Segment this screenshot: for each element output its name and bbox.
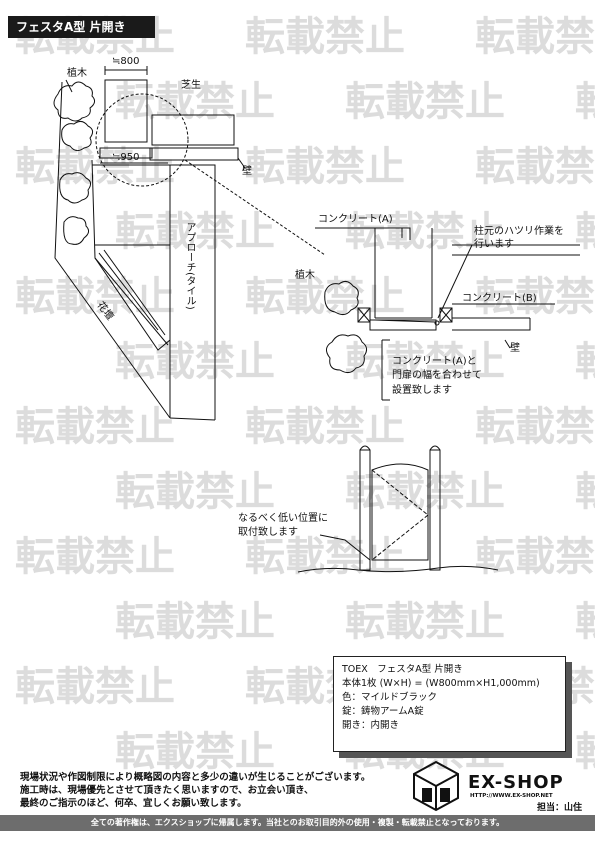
elevation-gate-swing bbox=[371, 469, 429, 561]
detail-concrete-a-line bbox=[315, 227, 411, 240]
elevation-label-2: 取付致します bbox=[238, 527, 298, 538]
elevation-gate-frame bbox=[371, 463, 429, 561]
detail-circle bbox=[95, 93, 189, 187]
plan-shrubs bbox=[53, 81, 96, 245]
detail-label-wall: 壁 bbox=[510, 343, 520, 354]
detail-wall-right bbox=[452, 244, 580, 256]
brand-name: EX-SHOP bbox=[468, 772, 564, 793]
copyright-footer: 全ての著作権は、エクスショップに帰属します。当社とのお取引目的外の使用・複製・転… bbox=[0, 815, 595, 831]
detail-column-a-x bbox=[357, 307, 371, 323]
detail-align-bracket bbox=[381, 339, 390, 401]
detail-label-planting: 植木 bbox=[295, 270, 315, 281]
elevation-ground bbox=[297, 565, 499, 573]
note-line-3: 最終のご指示のほど、何卒、宜しくお願い致します。 bbox=[20, 798, 247, 809]
detail-chipping-leader bbox=[437, 244, 473, 319]
elevation-post-right-cap bbox=[429, 445, 441, 451]
detail-leader bbox=[184, 159, 326, 256]
spec-opening: 開き：内開き bbox=[342, 720, 400, 731]
detail-label-chipping-2: 行います bbox=[474, 239, 514, 250]
detail-label-align-1: コンクリート(A)と bbox=[392, 356, 477, 367]
approach-left-edge bbox=[92, 164, 216, 420]
spec-lock: 錠：鋳物アームA錠 bbox=[342, 706, 424, 717]
spec-body-size: 本体1枚 (W×H) = (W800mm×H1,000mm) bbox=[342, 678, 540, 689]
detail-shrubs bbox=[324, 280, 368, 374]
ex-shop-logo-icon bbox=[413, 760, 459, 812]
detail-label-concrete-b: コンクリート(B) bbox=[462, 293, 537, 304]
detail-wall-leader bbox=[504, 339, 511, 349]
detail-column-b bbox=[439, 307, 453, 323]
elevation-post-right bbox=[429, 449, 441, 571]
detail-label-chipping-1: 柱元のハツリ作業を bbox=[474, 226, 564, 237]
spec-product: TOEX フェスタA型 片開き bbox=[342, 664, 463, 675]
gate-post bbox=[99, 147, 153, 159]
wall-leader bbox=[237, 157, 246, 169]
detail-gate-leaf bbox=[374, 317, 436, 323]
plan-label-planting: 植木 bbox=[67, 68, 87, 79]
wall-strip bbox=[149, 147, 239, 161]
plan-boundary-left bbox=[54, 81, 171, 419]
detail-label-concrete-a: コンクリート(A) bbox=[318, 214, 393, 225]
note-line-1: 現場状況や作図制限により概略図の内容と多少の違いが生じることがございます。 bbox=[20, 772, 371, 783]
note-line-2: 施工時は、現場優先とさせて頂きたく思いますので、お立会い頂き、 bbox=[20, 785, 314, 796]
detail-column-a bbox=[357, 307, 371, 323]
page-title: フェスタA型 片開き bbox=[8, 16, 155, 38]
plan-label-approach: アプローチ(タイル) bbox=[184, 222, 195, 310]
elevation-post-left bbox=[359, 449, 371, 571]
plan-label-dim-950: ≒950 bbox=[112, 152, 140, 163]
plan-label-wall: 壁 bbox=[242, 166, 252, 177]
lawn-block-1 bbox=[104, 79, 148, 143]
staff-label: 担当：山住 bbox=[537, 803, 583, 813]
flowerbed-outline bbox=[94, 244, 171, 351]
lawn-block-2 bbox=[151, 114, 235, 146]
dim-800-line bbox=[104, 66, 148, 75]
notes-block: 現場状況や作図制限により概略図の内容と多少の違いが生じることがございます。 施工… bbox=[20, 771, 370, 810]
detail-label-align-2: 門扉の幅を合わせて bbox=[392, 370, 482, 381]
plan-bottom-line bbox=[169, 417, 216, 421]
spec-color: 色：マイルドブラック bbox=[342, 692, 438, 703]
spec-box: TOEX フェスタA型 片開き 本体1枚 (W×H) = (W800mm×H1,… bbox=[333, 656, 566, 752]
detail-label-align-3: 設置致します bbox=[392, 385, 452, 396]
brand-url: HTTP://WWW.EX-SHOP.NET bbox=[470, 793, 553, 799]
flowerbed-inner bbox=[98, 249, 166, 336]
elevation-post-left-cap bbox=[359, 445, 371, 451]
detail-wall-right-lower bbox=[452, 317, 531, 331]
elevation-note-leader bbox=[319, 534, 371, 561]
plan-label-dim-800: ≒800 bbox=[112, 56, 140, 67]
elevation-label-1: なるべく低い位置に bbox=[238, 513, 328, 524]
detail-hinge bbox=[434, 320, 440, 326]
plan-label-lawn: 芝生 bbox=[181, 80, 201, 91]
